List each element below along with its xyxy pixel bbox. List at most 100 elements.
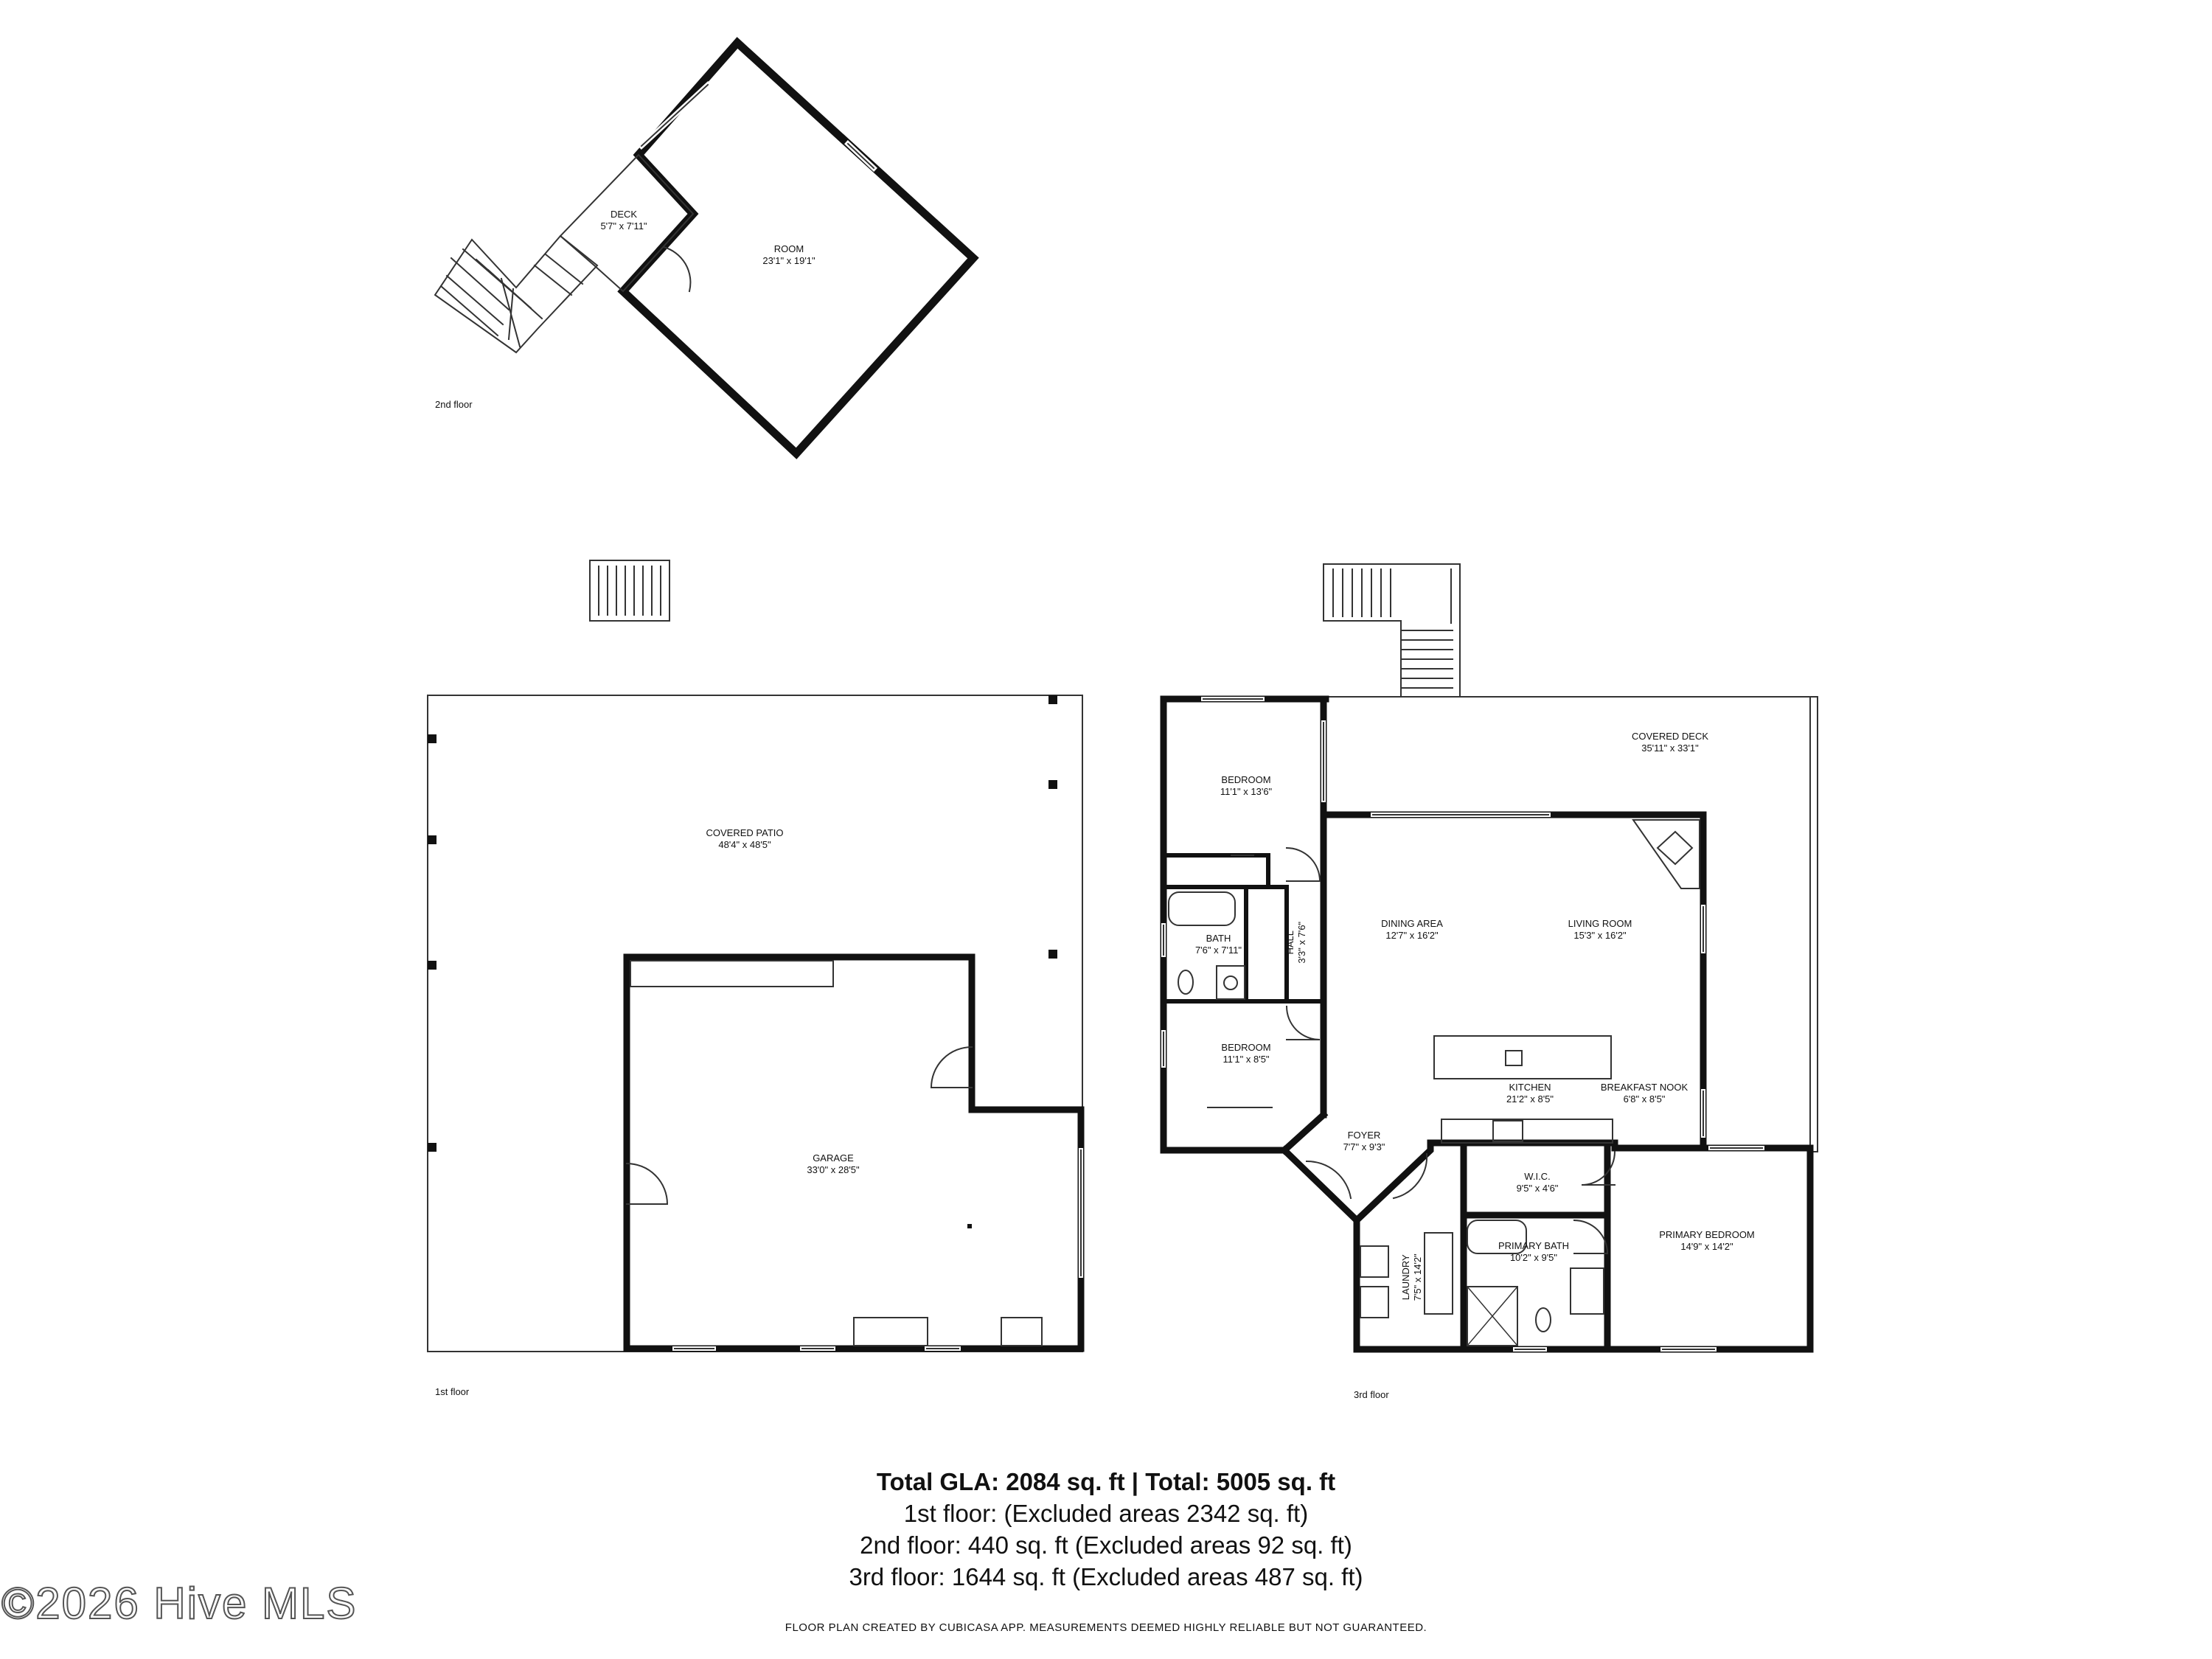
room-label-bath: BATH 7'6" x 7'11" <box>1183 933 1253 957</box>
garage-door <box>930 1046 973 1088</box>
room-name: FOYER <box>1347 1130 1381 1141</box>
room-name: BREAKFAST NOOK <box>1600 1082 1688 1093</box>
room-dims: 35'11" x 33'1" <box>1641 742 1699 754</box>
first-floor-stairs <box>589 560 670 622</box>
room-dims: 15'3" x 16'2" <box>1573 930 1627 942</box>
summary-line-second-floor: 2nd floor: 440 sq. ft (Excluded areas 92… <box>860 1531 1352 1559</box>
room-dims: 6'8" x 8'5" <box>1623 1093 1666 1105</box>
room-name: BATH <box>1206 933 1231 944</box>
primary-tub <box>1467 1220 1527 1254</box>
room-label-bedroom-2: BEDROOM 11'1" x 8'5" <box>1202 1042 1290 1066</box>
room-label-breakfast-nook: BREAKFAST NOOK 6'8" x 8'5" <box>1593 1082 1696 1106</box>
room-dims: 23'1" x 19'1" <box>762 255 815 267</box>
dryer <box>1360 1286 1389 1318</box>
disclaimer: FLOOR PLAN CREATED BY CUBICASA APP. MEAS… <box>785 1621 1427 1634</box>
room-dims: 5'7" x 7'11" <box>600 220 647 232</box>
kitchen-counter <box>1441 1119 1613 1144</box>
bath-sink <box>1223 975 1238 990</box>
room-label-covered-patio: COVERED PATIO 48'4" x 48'5" <box>682 827 807 852</box>
tub <box>1168 891 1236 926</box>
room-label-bedroom-1: BEDROOM 11'1" x 13'6" <box>1202 774 1290 799</box>
room-door <box>662 246 692 293</box>
garage-walls <box>623 953 1085 1352</box>
room-dims: 9'5" x 4'6" <box>1516 1183 1559 1194</box>
room-dims: 11'1" x 13'6" <box>1220 786 1273 798</box>
summary-line-third-floor: 3rd floor: 1644 sq. ft (Excluded areas 4… <box>849 1563 1363 1590</box>
room-name: PRIMARY BEDROOM <box>1659 1229 1755 1240</box>
third-floor-interior-walls <box>1161 853 1326 1004</box>
primary-toilet <box>1535 1307 1551 1332</box>
deck-stairs <box>434 234 599 354</box>
room-label-hall: HALL 3'3" x 7'6" <box>1284 913 1309 972</box>
room-name: DECK <box>610 209 638 220</box>
room-label-primary-bath: PRIMARY BATH 10'2" x 9'5" <box>1486 1240 1582 1265</box>
third-floor-stairs <box>1323 563 1461 698</box>
room-label-laundry: LAUNDRY 7'5" x 14'2" <box>1400 1237 1425 1318</box>
second-floor-plan <box>434 37 979 459</box>
room-name: HALL <box>1284 930 1295 955</box>
third-floor-windows <box>1161 697 1764 1352</box>
first-floor-plan <box>427 560 1085 1352</box>
deck-outline <box>559 153 695 293</box>
patio-posts <box>428 695 1057 1152</box>
third-floor-doors <box>1231 846 1616 1254</box>
room-dims: 11'1" x 8'5" <box>1222 1054 1270 1065</box>
room-name: LIVING ROOM <box>1568 918 1632 929</box>
room-name: DINING AREA <box>1381 918 1443 929</box>
room-dims: 7'5" x 14'2" <box>1412 1253 1423 1301</box>
room-dims: 12'7" x 16'2" <box>1385 930 1439 942</box>
room-label-foyer: FOYER 7'7" x 9'3" <box>1327 1130 1401 1154</box>
room-dims: 21'2" x 8'5" <box>1506 1093 1554 1105</box>
room-name: COVERED PATIO <box>706 827 784 838</box>
room-dims: 7'6" x 7'11" <box>1194 945 1242 956</box>
room-label-kitchen: KITCHEN 21'2" x 8'5" <box>1489 1082 1571 1106</box>
room-name: LAUNDRY <box>1399 1254 1411 1301</box>
third-floor-plan <box>1160 563 1818 1353</box>
total-area: Total GLA: 2084 sq. ft | Total: 5005 sq.… <box>876 1468 1336 1495</box>
floor-label-third: 3rd floor <box>1354 1389 1389 1400</box>
summary-line-first-floor: 1st floor: (Excluded areas 2342 sq. ft) <box>903 1500 1309 1527</box>
area-summary: Total GLA: 2084 sq. ft | Total: 5005 sq.… <box>737 1466 1475 1593</box>
room-label-wic: W.I.C. 9'5" x 4'6" <box>1504 1171 1571 1195</box>
covered-patio-outline <box>427 695 1083 1352</box>
room-label-garage: GARAGE 33'0" x 28'5" <box>789 1152 877 1177</box>
garage-shelf <box>630 960 834 987</box>
room-label-living-room: LIVING ROOM 15'3" x 16'2" <box>1548 918 1652 942</box>
laundry-shelf <box>1424 1232 1453 1315</box>
room-label-deck: DECK 5'7" x 7'11" <box>580 209 668 233</box>
room-dims: 3'3" x 7'6" <box>1296 921 1307 964</box>
room-dims: 7'7" x 9'3" <box>1343 1141 1385 1153</box>
fireplace <box>1632 819 1700 889</box>
kitchen-sink <box>1505 1050 1523 1066</box>
floor-label-second: 2nd floor <box>435 399 473 410</box>
room-name: KITCHEN <box>1509 1082 1551 1093</box>
room-label-covered-deck: COVERED DECK 35'11" x 33'1" <box>1607 731 1733 755</box>
room-name: W.I.C. <box>1524 1171 1551 1182</box>
room-name: BEDROOM <box>1221 774 1271 785</box>
room-dims: 10'2" x 9'5" <box>1509 1252 1558 1264</box>
room-name: COVERED DECK <box>1631 731 1709 742</box>
room-dims: 48'4" x 48'5" <box>718 839 771 851</box>
garage-cabinet <box>1001 1317 1043 1346</box>
watermark: ©2026 Hive MLS <box>1 1578 358 1629</box>
kitchen-island <box>1433 1035 1612 1079</box>
floor-label-first: 1st floor <box>435 1386 470 1397</box>
covered-deck-outline <box>1323 696 1818 1152</box>
room-label-primary-bedroom: PRIMARY BEDROOM 14'9" x 14'2" <box>1644 1229 1770 1253</box>
kitchen-range <box>1492 1120 1523 1142</box>
room-label-room: ROOM 23'1" x 19'1" <box>745 243 833 268</box>
room-label-dining-area: DINING AREA 12'7" x 16'2" <box>1364 918 1460 942</box>
room-dims: 33'0" x 28'5" <box>807 1164 860 1176</box>
washer <box>1360 1245 1389 1278</box>
room-dims: 14'9" x 14'2" <box>1680 1241 1733 1253</box>
toilet <box>1178 970 1194 995</box>
garage-side-door <box>625 1162 669 1205</box>
room-name: BEDROOM <box>1221 1042 1271 1053</box>
shower <box>1467 1286 1518 1346</box>
room-name: ROOM <box>773 243 804 254</box>
room-name: PRIMARY BATH <box>1498 1240 1570 1251</box>
primary-vanity <box>1570 1267 1604 1315</box>
bath-vanity <box>1216 965 1245 1000</box>
room-name: GARAGE <box>813 1152 854 1164</box>
